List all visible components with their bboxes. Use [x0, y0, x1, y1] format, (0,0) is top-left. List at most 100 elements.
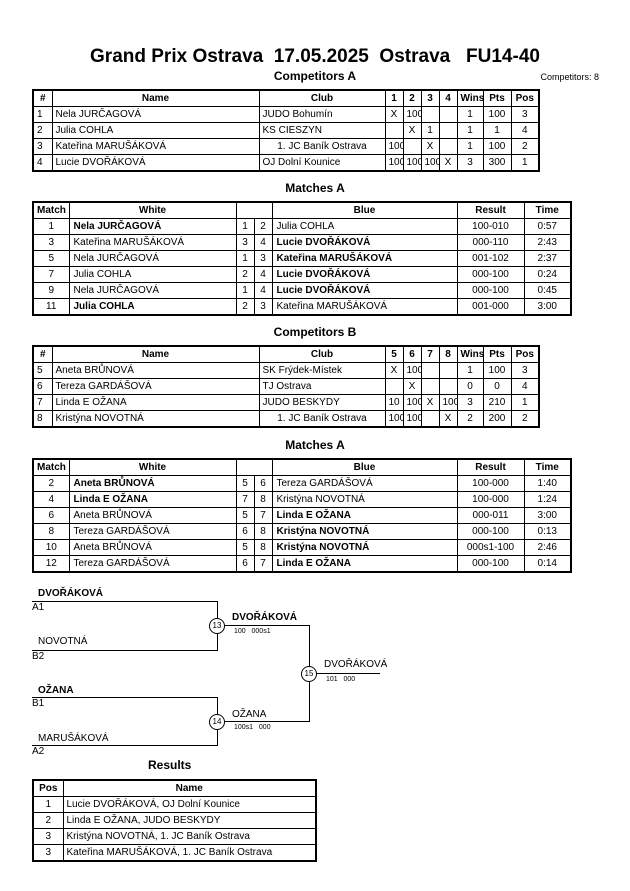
competitors-count: Competitors: 8 [540, 72, 599, 82]
sf1-bot-line [32, 650, 218, 651]
cell-number: 7 [32, 394, 53, 411]
col-name: Name [51, 89, 260, 107]
cell-opp [384, 122, 404, 139]
cell-wins: 1 [456, 122, 484, 139]
cell-club: KS CIESZYN [258, 122, 386, 139]
cell-white: Julia COHLA [68, 266, 237, 283]
cell-opp: X [420, 394, 440, 411]
cell-pos: 3 [510, 106, 540, 123]
col-time: Time [523, 201, 572, 219]
cell-opp [438, 378, 458, 395]
cell-result: 000-100 [456, 266, 525, 283]
cell-opp: 100 [438, 394, 458, 411]
cell-opp: 100 [402, 394, 422, 411]
matches-b-header: Match White Blue Result Time [32, 458, 572, 476]
cell-name: Linda E OŽANA [51, 394, 260, 411]
cell-name: Nela JURČAGOVÁ [51, 106, 260, 123]
cell-match: 12 [32, 555, 70, 573]
col-opp-6: 6 [402, 345, 422, 363]
col-white: White [68, 201, 237, 219]
cell-match: 2 [32, 475, 70, 492]
col-white: White [68, 458, 237, 476]
cell-wins: 3 [456, 154, 484, 172]
cell-pts: 1 [482, 122, 512, 139]
cell-result: 100-000 [456, 491, 525, 508]
final-score: 101 000 [326, 676, 356, 683]
sf1-bot-name: NOVOTNÁ [38, 636, 88, 647]
cell-pos: 1 [510, 154, 540, 172]
cell-blue: Julia COHLA [271, 218, 458, 235]
cell-name: Lucie DVOŘÁKOVÁ [51, 154, 260, 172]
cell-opp: 100 [420, 154, 440, 172]
cell-blue-id: 2 [253, 218, 273, 235]
cell-opp: X [420, 138, 440, 155]
cell-match: 7 [32, 266, 70, 283]
cell-blue-id: 7 [253, 555, 273, 573]
cell-time: 0:14 [523, 555, 572, 573]
cell-opp: 1 [420, 122, 440, 139]
cell-opp [438, 362, 458, 379]
cell-blue-id: 3 [253, 298, 273, 316]
cell-white-id: 2 [235, 266, 255, 283]
cell-wins: 1 [456, 362, 484, 379]
cell-blue-id: 4 [253, 266, 273, 283]
cell-time: 1:24 [523, 491, 572, 508]
competitors-b-header: # Name Club 5 6 7 8 Wins Pts Pos [32, 345, 540, 363]
cell-pts: 100 [482, 362, 512, 379]
cell-time: 3:00 [523, 298, 572, 316]
cell-number: 2 [32, 122, 53, 139]
cell-pts: 100 [482, 138, 512, 155]
cell-white: Tereza GARDÁŠOVÁ [68, 523, 237, 540]
col-wins: Wins [456, 89, 484, 107]
competitors-a-heading: Competitors A [273, 69, 357, 83]
page-title: Grand Prix Ostrava 17.05.2025 Ostrava FU… [90, 46, 540, 67]
cell-number: 8 [32, 410, 53, 428]
cell-opp: X [438, 410, 458, 428]
cell-time: 2:43 [523, 234, 572, 251]
sf1-winner: DVOŘÁKOVÁ [232, 612, 298, 623]
cell-white: Kateřina MARUŠÁKOVÁ [68, 234, 237, 251]
cell-club: SK Frýdek-Místek [258, 362, 386, 379]
cell-opp: X [384, 362, 404, 379]
cell-blue-id: 7 [253, 507, 273, 524]
cell-blue: Linda E OŽANA [271, 507, 458, 524]
cell-white: Julia COHLA [68, 298, 237, 316]
cell-match: 9 [32, 282, 70, 299]
cell-opp [438, 122, 458, 139]
cell-blue: Lucie DVOŘÁKOVÁ [271, 282, 458, 299]
col-number: # [32, 89, 53, 107]
cell-white-id: 1 [235, 282, 255, 299]
cell-name: Kristýna NOVOTNÁ, 1. JC Baník Ostrava [62, 828, 317, 845]
cell-pos: 1 [510, 394, 540, 411]
col-wins: Wins [456, 345, 484, 363]
cell-club: 1. JC Baník Ostrava [258, 410, 386, 428]
sf2-bot-name: MARUŠÁKOVÁ [38, 733, 109, 744]
cell-club: TJ Ostrava [258, 378, 386, 395]
cell-opp: X [402, 378, 422, 395]
col-pos: Pos [510, 89, 540, 107]
competitors-b-heading: Competitors B [273, 325, 357, 339]
sf2-top-name: OŽANA [38, 685, 74, 696]
col-ids [235, 201, 273, 219]
cell-white: Aneta BRŮNOVÁ [68, 539, 237, 556]
col-number: # [32, 345, 53, 363]
cell-opp [420, 106, 440, 123]
cell-white-id: 5 [235, 475, 255, 492]
cell-blue: Lucie DVOŘÁKOVÁ [271, 266, 458, 283]
cell-club: JUDO Bohumín [258, 106, 386, 123]
cell-opp: 100 [384, 138, 404, 155]
cell-club: OJ Dolní Kounice [258, 154, 386, 172]
